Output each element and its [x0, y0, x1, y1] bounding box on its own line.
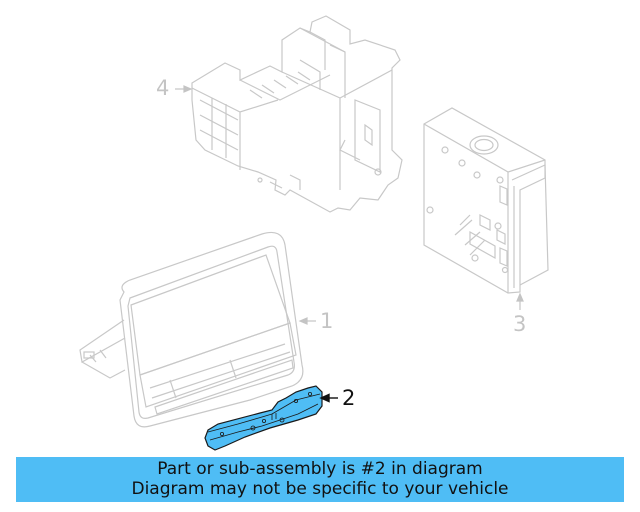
banner-line-part-number: Part or sub-assembly is #2 in diagram: [157, 459, 483, 479]
callout-4[interactable]: 4: [156, 76, 170, 100]
leader-arrow-3: [516, 292, 524, 310]
part-4-hvac-housing[interactable]: [191, 15, 403, 213]
leader-arrow-2: [319, 393, 338, 403]
banner-line-disclaimer: Diagram may not be specific to your vehi…: [131, 479, 509, 499]
leader-arrow-1: [298, 317, 316, 325]
part-3-control-module[interactable]: [423, 107, 549, 294]
callout-2[interactable]: 2: [342, 386, 356, 410]
leader-arrow-4: [175, 85, 193, 93]
info-banner: Part or sub-assembly is #2 in diagram Di…: [16, 457, 624, 502]
callout-3[interactable]: 3: [513, 312, 527, 336]
callout-1[interactable]: 1: [320, 309, 334, 333]
part-1-display-unit[interactable]: [79, 231, 304, 428]
